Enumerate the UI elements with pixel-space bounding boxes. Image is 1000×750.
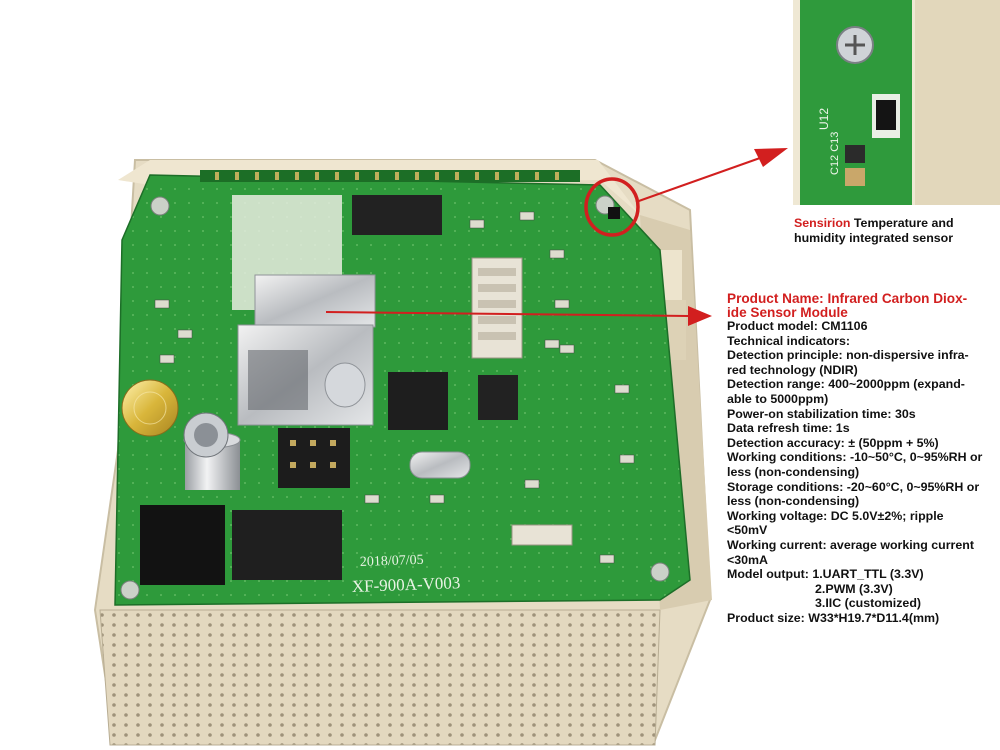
working-conditions-1: Working conditions: -10~50°C, 0~95%RH or: [727, 450, 983, 465]
svg-text:C12 C13: C12 C13: [829, 132, 841, 175]
highlight-circle: [584, 177, 640, 237]
detection-principle-1: Detection principle: non-dispersive infr…: [727, 348, 969, 363]
sensor-caption-line2: humidity integrated sensor: [794, 231, 954, 245]
storage-conditions-2: less (non-condensing): [727, 494, 860, 509]
model-output-1: Model output: 1.UART_TTL (3.3V): [727, 567, 924, 582]
sensor-brand: Sensirion: [794, 216, 851, 230]
module-pointer-line: [325, 311, 689, 317]
product-size: Product size: W33*H19.7*D11.4(mm): [727, 610, 940, 625]
storage-conditions-1: Storage conditions: -20~60°C, 0~95%RH or: [727, 479, 980, 494]
model-output-2: 2.PWM (3.3V): [815, 581, 893, 596]
working-current-2: <30mA: [727, 552, 768, 567]
pcb-board: 2018/07/05 XF-900A-V003: [114, 170, 691, 606]
stabilization-time: Power-on stabilization time: 30s: [727, 406, 916, 421]
product-name-line1: Product Name: Infrared Carbon Diox-: [727, 291, 968, 306]
model-output-3: 3.IIC (customized): [815, 596, 922, 611]
detection-accuracy: Detection accuracy: ± (50ppm + 5%): [727, 435, 939, 450]
sensor-pointer-line: [635, 157, 761, 203]
detection-range-2: able to 5000ppm): [727, 391, 829, 406]
working-current-1: Working current: average working current: [727, 537, 974, 552]
sensor-caption-line1: Temperature and: [850, 216, 954, 230]
detection-range-1: Detection range: 400~2000ppm (expand-: [727, 377, 965, 392]
working-voltage-1: Working voltage: DC 5.0V±2%; ripple: [727, 508, 944, 523]
callout-graphics: [325, 148, 788, 326]
module-arrow-head: [688, 306, 712, 326]
svg-text:U12: U12: [817, 108, 831, 130]
product-model: Product model: CM1106: [727, 319, 868, 333]
technical-indicators: Technical indicators:: [727, 333, 851, 348]
pcb-model-label: XF-900A-V003: [351, 573, 460, 596]
pcb-date-label: 2018/07/05: [360, 553, 424, 570]
sensor-closeup-inset: U12 C12 C13: [793, 0, 1000, 205]
working-conditions-2: less (non-condensing): [727, 464, 860, 479]
working-voltage-2: <50mV: [727, 523, 768, 538]
detection-principle-2: red technology (NDIR): [727, 362, 858, 377]
sensor-caption: Sensirion Temperature and humidity integ…: [794, 216, 994, 246]
product-name-line2: ide Sensor Module: [727, 304, 848, 320]
spec-sheet: Product Name: Infrared Carbon Diox- ide …: [727, 292, 997, 625]
sensor-arrow-head: [754, 148, 788, 167]
refresh-time: Data refresh time: 1s: [727, 421, 850, 436]
